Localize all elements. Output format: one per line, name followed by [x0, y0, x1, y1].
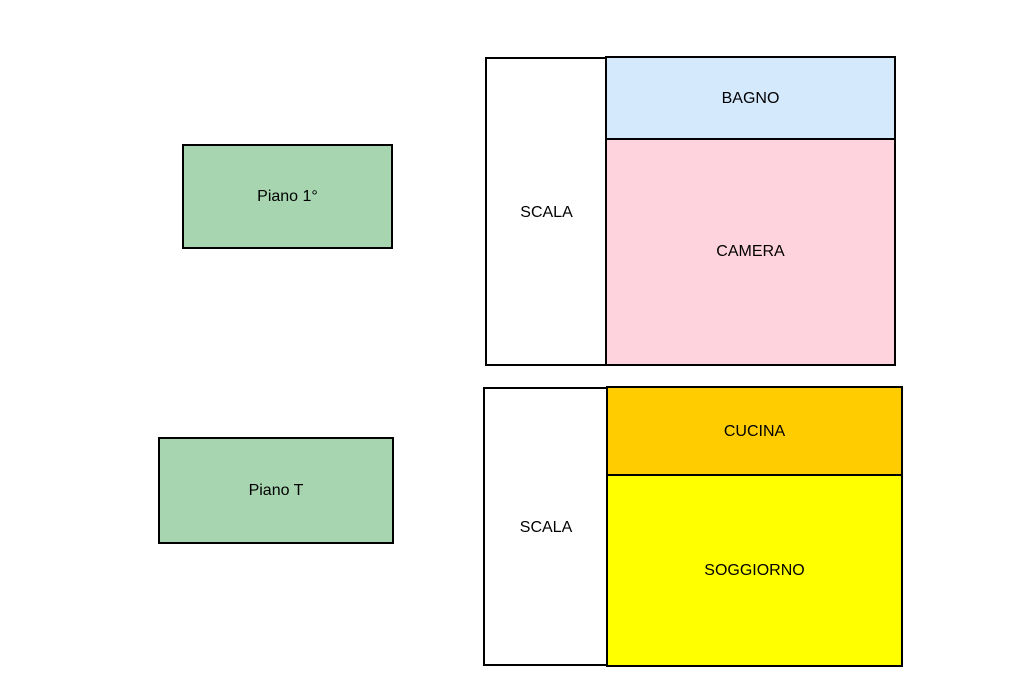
- room-cucina-label: CUCINA: [723, 422, 786, 440]
- room-cucina: CUCINA: [606, 386, 903, 477]
- room-camera-label: CAMERA: [716, 243, 785, 260]
- room-scala-first: SCALA: [485, 57, 608, 366]
- floor-label-first-text: Piano 1°: [257, 187, 318, 205]
- floor-label-ground: Piano T: [158, 437, 394, 544]
- room-soggiorno: SOGGIORNO: [606, 474, 903, 667]
- room-bagno: BAGNO: [605, 56, 896, 141]
- floor-label-first: Piano 1°: [182, 144, 393, 249]
- room-camera: CAMERA: [605, 138, 896, 366]
- room-soggiorno-label: SOGGIORNO: [704, 561, 805, 579]
- floor-label-ground-text: Piano T: [248, 481, 304, 499]
- room-scala-first-label: SCALA: [520, 203, 573, 221]
- room-scala-ground-label: SCALA: [519, 518, 573, 536]
- room-scala-ground: SCALA: [483, 387, 609, 666]
- room-bagno-label: BAGNO: [721, 89, 780, 107]
